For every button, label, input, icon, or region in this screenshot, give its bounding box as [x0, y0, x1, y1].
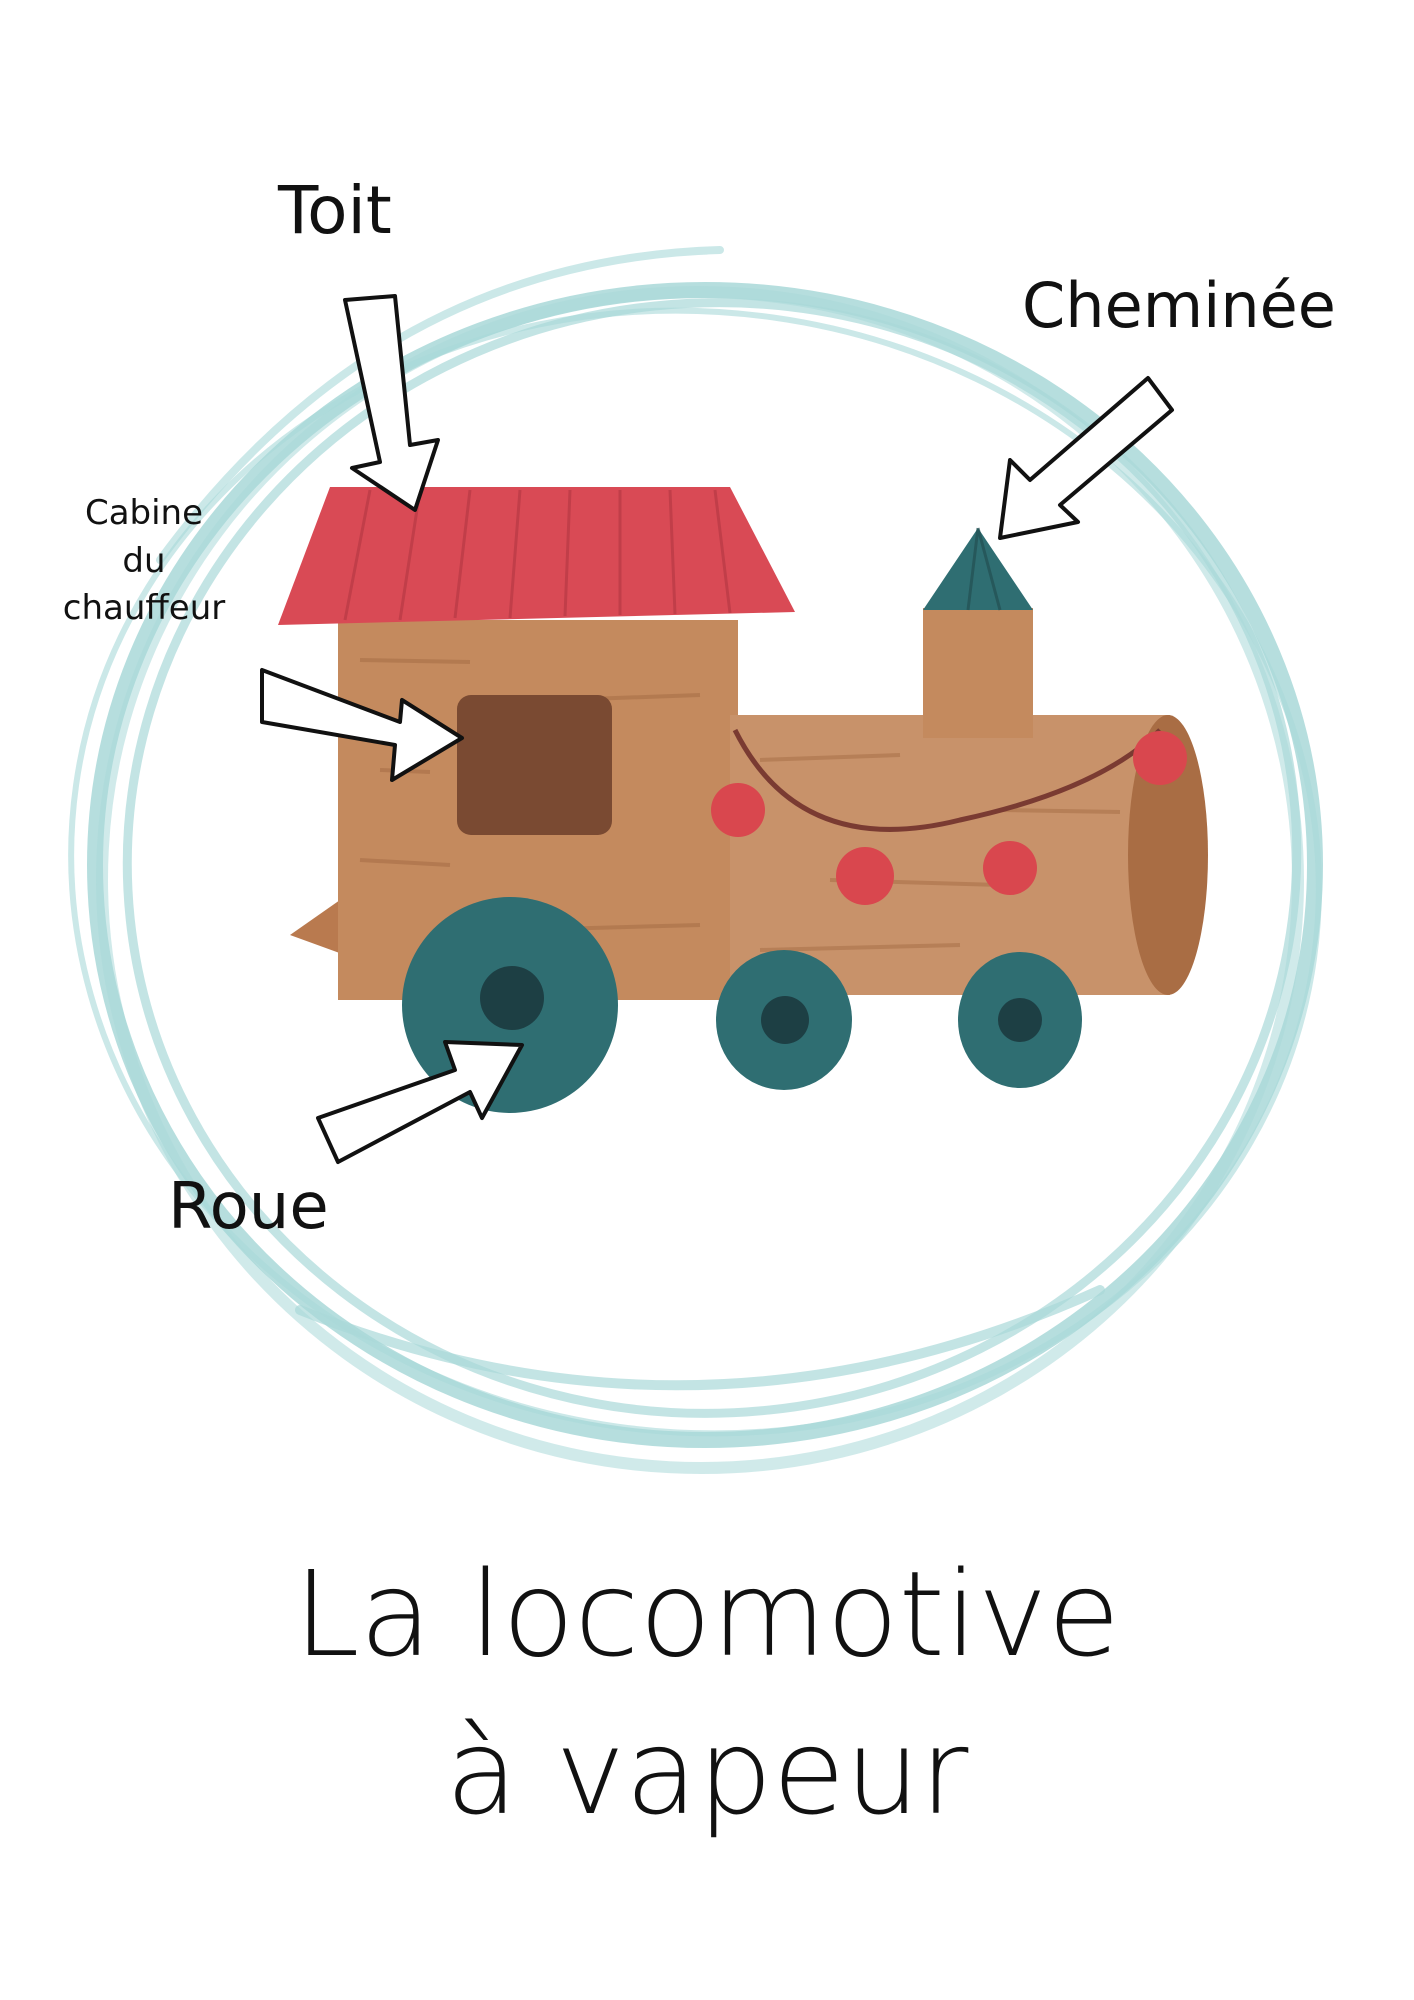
roof: [278, 487, 795, 625]
chimney-cap: [923, 528, 1033, 610]
label-roof: Toit: [278, 172, 392, 249]
label-wheel: Roue: [168, 1170, 329, 1244]
swirl-circle: [68, 246, 1323, 1475]
title-line-2: à vapeur: [445, 1703, 969, 1842]
label-chimney: Cheminée: [1022, 269, 1336, 342]
bauble: [983, 841, 1037, 895]
bauble: [836, 847, 894, 905]
title-line-1: La locomotive: [293, 1545, 1121, 1683]
rear-spike: [290, 900, 345, 955]
bauble: [1133, 731, 1187, 785]
chimney: [923, 608, 1033, 738]
page-title: La locomotive à vapeur: [0, 1535, 1414, 1851]
garland-string: [732, 728, 1162, 832]
boiler-front: [1128, 715, 1208, 995]
bauble: [711, 783, 765, 837]
locomotive-illustration: [278, 487, 1208, 1113]
middle-wheel: [716, 950, 852, 1090]
arrow-icon: [343, 294, 440, 512]
cab-window: [457, 695, 612, 835]
arrow-icon: [260, 668, 464, 782]
arrow-icon: [316, 1040, 524, 1164]
front-wheel: [958, 952, 1082, 1088]
arrow-icon: [998, 376, 1174, 540]
label-cab: Cabine du chauffeur: [62, 493, 226, 629]
